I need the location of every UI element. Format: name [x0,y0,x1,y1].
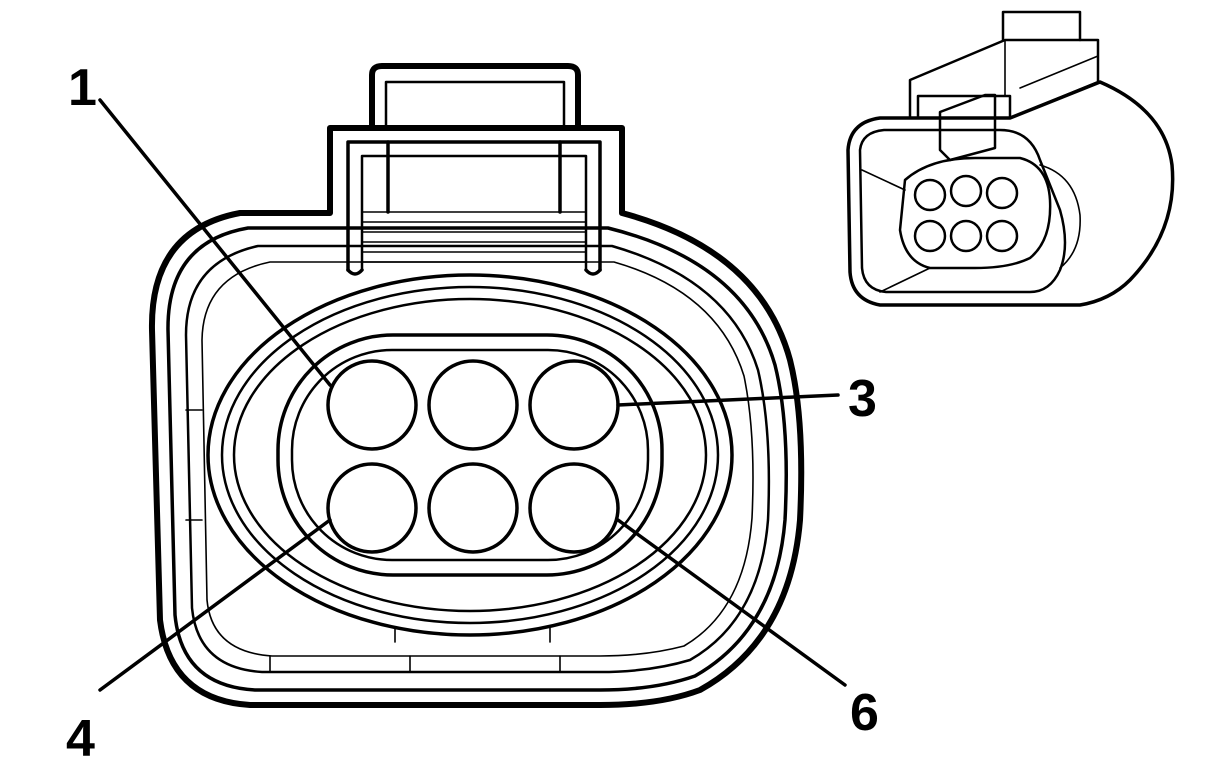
cavity-insert-outer [276,333,664,577]
iso-edge-line [861,169,906,191]
seal-ring-inner [232,297,708,613]
iso-cavity-4 [913,219,947,253]
leader-line-4 [98,518,332,692]
leader-line-6 [616,518,847,687]
housing-step-line [201,261,754,657]
connector-face-view: 1 3 4 6 [66,59,879,768]
cavity-insert-inner [290,348,650,562]
connector-isometric-view [846,10,1175,307]
tab-frame-inner [360,154,588,272]
cavity-6 [528,462,620,554]
callout-6: 6 [850,684,879,742]
iso-tab [1001,10,1082,42]
cavity-1 [326,359,418,451]
iso-cavity-5 [949,219,983,253]
tab-frame [346,140,602,272]
callout-1: 1 [68,59,97,117]
leader-line-1 [98,98,332,387]
iso-tab-top [908,38,1100,120]
cavity-3 [528,359,620,451]
iso-cavity-2 [949,174,983,208]
tab-foot-left [346,268,364,276]
iso-body-outline [846,80,1175,307]
seal-ring-mid [220,285,720,625]
iso-tab-inner [916,94,1012,120]
cavity-grid [326,359,620,554]
locking-tab [346,63,602,276]
cavity-2 [427,359,519,451]
tab-foot-right [584,268,602,276]
callout-4: 4 [66,710,95,768]
iso-cavity-3 [985,176,1019,210]
iso-cavity-1 [913,178,947,212]
housing-inner-outline [166,226,788,692]
iso-cavity-6 [985,219,1019,253]
iso-tab-line [1019,55,1099,89]
seal-ring-outer [206,273,734,637]
housing-outer-outline [148,125,805,708]
cavity-4 [326,462,418,554]
leader-line-3 [616,393,840,407]
iso-insert-shadow [1039,164,1081,269]
callout-3: 3 [848,370,877,428]
tab-outer [369,63,581,131]
iso-recess [938,93,997,162]
cavity-5 [427,462,519,554]
iso-insert-outline [898,156,1052,270]
tab-inner [384,80,566,130]
housing-rib-outline [184,244,771,674]
iso-edge-line [879,267,931,293]
